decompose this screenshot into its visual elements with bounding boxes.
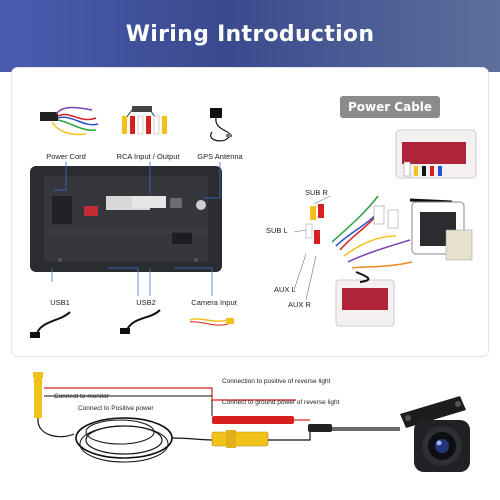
usb1-cable-image <box>30 311 71 338</box>
reverse-camera-wiring <box>33 372 400 463</box>
label-aux-l: AUX L <box>274 285 296 294</box>
header-banner: Wiring Introduction <box>0 0 500 72</box>
label-positive-reverse-light: Connection to positive of reverse light <box>222 378 331 385</box>
label-usb2: USB2 <box>136 298 156 307</box>
gps-antenna-image <box>210 108 232 142</box>
camera-input-cable-image <box>189 318 234 326</box>
label-power-cord: Power Cord <box>46 152 86 161</box>
label-gps-antenna: GPS Antenna <box>197 152 243 161</box>
label-aux-r: AUX R <box>288 300 311 309</box>
power-cable-badge: Power Cable <box>340 96 440 118</box>
label-connect-positive-power: Connect to Positive power <box>78 405 154 412</box>
head-unit-back <box>30 166 222 272</box>
page-title: Wiring Introduction <box>125 22 375 47</box>
label-sub-r: SUB R <box>305 188 328 197</box>
power-cord-image <box>40 106 99 136</box>
label-usb1: USB1 <box>50 298 70 307</box>
power-harness-image <box>305 129 477 327</box>
label-ground-reverse-light: Connect to ground power of reverse light <box>222 399 340 406</box>
guide-lines <box>51 162 221 296</box>
power-cable-leader-lines <box>293 195 331 301</box>
label-sub-l: SUB L <box>266 226 288 235</box>
reverse-camera-image <box>400 396 470 472</box>
usb2-cable-image <box>120 309 161 334</box>
label-rca: RCA Input / Output <box>116 152 180 161</box>
rca-cable-image <box>122 106 167 135</box>
label-connect-monitor: Connect to monitor <box>54 393 109 400</box>
label-camera-input: Camera Input <box>191 298 237 307</box>
